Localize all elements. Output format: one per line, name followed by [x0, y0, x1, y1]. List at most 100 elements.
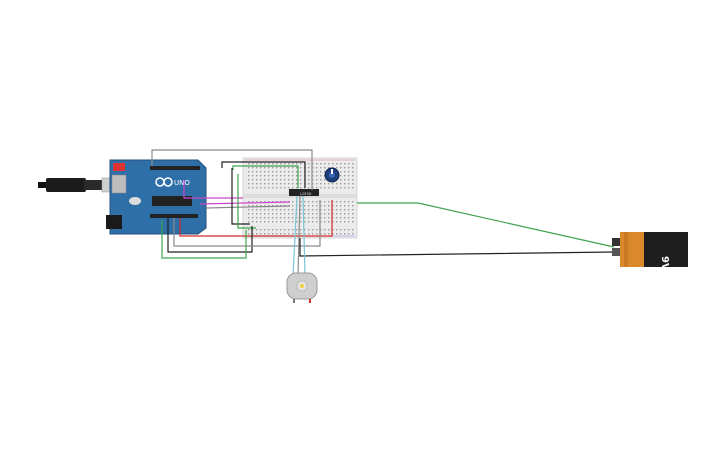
breadboard-hole — [344, 171, 346, 173]
breadboard-hole — [256, 205, 258, 207]
breadboard-hole — [272, 213, 274, 215]
breadboard-hole — [268, 205, 270, 207]
breadboard-hole — [264, 163, 266, 165]
breadboard-hole — [324, 167, 326, 169]
breadboard-hole — [340, 179, 342, 181]
wire-green-battery — [357, 202, 615, 248]
breadboard-hole — [348, 201, 350, 203]
wire-black-top — [221, 161, 306, 188]
breadboard-hole — [276, 217, 278, 219]
breadboard-hole — [248, 229, 250, 231]
breadboard-hole — [292, 201, 294, 203]
breadboard-hole — [260, 209, 262, 211]
breadboard-hole — [312, 167, 314, 169]
reset-button[interactable] — [113, 163, 125, 171]
breadboard-hole — [340, 205, 342, 207]
breadboard-holes — [248, 163, 354, 235]
dc-motor[interactable] — [286, 272, 318, 303]
breadboard-hole — [292, 217, 294, 219]
breadboard-hole — [352, 229, 354, 231]
ic-label: L293D — [300, 192, 312, 196]
wire-gray-mid — [205, 205, 291, 209]
breadboard-hole — [252, 187, 254, 189]
breadboard-hole — [280, 187, 282, 189]
breadboard-hole — [344, 187, 346, 189]
breadboard-hole — [308, 201, 310, 203]
breadboard-hole — [292, 183, 294, 185]
breadboard-hole — [292, 209, 294, 211]
breadboard-hole — [256, 217, 258, 219]
breadboard-hole — [344, 221, 346, 223]
breadboard-hole — [284, 175, 286, 177]
breadboard-hole — [324, 209, 326, 211]
breadboard-hole — [260, 167, 262, 169]
breadboard-hole — [300, 213, 302, 215]
breadboard-hole — [248, 213, 250, 215]
breadboard-hole — [332, 205, 334, 207]
wire-red-bottom — [179, 200, 333, 237]
breadboard-hole — [264, 167, 266, 169]
breadboard-hole — [316, 213, 318, 215]
breadboard-hole — [288, 171, 290, 173]
breadboard-hole — [328, 213, 330, 215]
breadboard-hole — [252, 175, 254, 177]
breadboard-hole — [300, 217, 302, 219]
breadboard-hole — [324, 179, 326, 181]
breadboard-hole — [288, 229, 290, 231]
board-brand-text: UNO — [174, 179, 190, 187]
wire-green-top — [232, 165, 299, 188]
breadboard-hole — [248, 175, 250, 177]
breadboard-hole — [316, 217, 318, 219]
wire-gray-motor — [297, 195, 301, 277]
breadboard-hole — [332, 201, 334, 203]
breadboard-hole — [336, 187, 338, 189]
breadboard-hole — [276, 221, 278, 223]
breadboard-hole — [256, 187, 258, 189]
breadboard-hole — [288, 187, 290, 189]
arduino-infinity-logo — [155, 177, 173, 187]
breadboard-hole — [348, 179, 350, 181]
breadboard-hole — [344, 229, 346, 231]
potentiometer[interactable] — [324, 167, 340, 183]
breadboard-hole — [300, 171, 302, 173]
breadboard-hole — [300, 209, 302, 211]
breadboard-hole — [308, 187, 310, 189]
breadboard-hole — [288, 183, 290, 185]
crystal — [129, 197, 141, 205]
breadboard-hole — [300, 229, 302, 231]
breadboard-hole — [256, 229, 258, 231]
breadboard-hole — [248, 233, 250, 235]
breadboard-hole — [344, 213, 346, 215]
breadboard-hole — [312, 183, 314, 185]
battery-9v[interactable]: 9V — [612, 232, 688, 271]
breadboard-hole — [312, 201, 314, 203]
breadboard-hole — [268, 209, 270, 211]
wire-black-left — [231, 168, 250, 225]
breadboard-hole — [280, 221, 282, 223]
breadboard-hole — [260, 163, 262, 165]
l293d-ic[interactable]: L293D — [289, 189, 319, 196]
breadboard-hole — [324, 213, 326, 215]
breadboard-hole — [288, 163, 290, 165]
breadboard-hole — [336, 205, 338, 207]
breadboard-hole — [316, 179, 318, 181]
breadboard-hole — [340, 213, 342, 215]
breadboard-hole — [284, 229, 286, 231]
breadboard-hole — [348, 233, 350, 235]
breadboard-hole — [328, 233, 330, 235]
breadboard-hole — [276, 163, 278, 165]
wire-gray-top — [151, 149, 313, 190]
breadboard-hole — [256, 167, 258, 169]
breadboard-hole — [324, 187, 326, 189]
breadboard-hole — [352, 217, 354, 219]
breadboard-hole — [340, 167, 342, 169]
breadboard-hole — [328, 205, 330, 207]
breadboard-hole — [280, 209, 282, 211]
breadboard-hole — [284, 179, 286, 181]
breadboard-hole — [296, 179, 298, 181]
breadboard-hole — [300, 183, 302, 185]
breadboard-hole — [336, 183, 338, 185]
breadboard-hole — [256, 175, 258, 177]
breadboard-hole — [264, 217, 266, 219]
arduino-uno-board[interactable]: UNO — [106, 159, 207, 235]
